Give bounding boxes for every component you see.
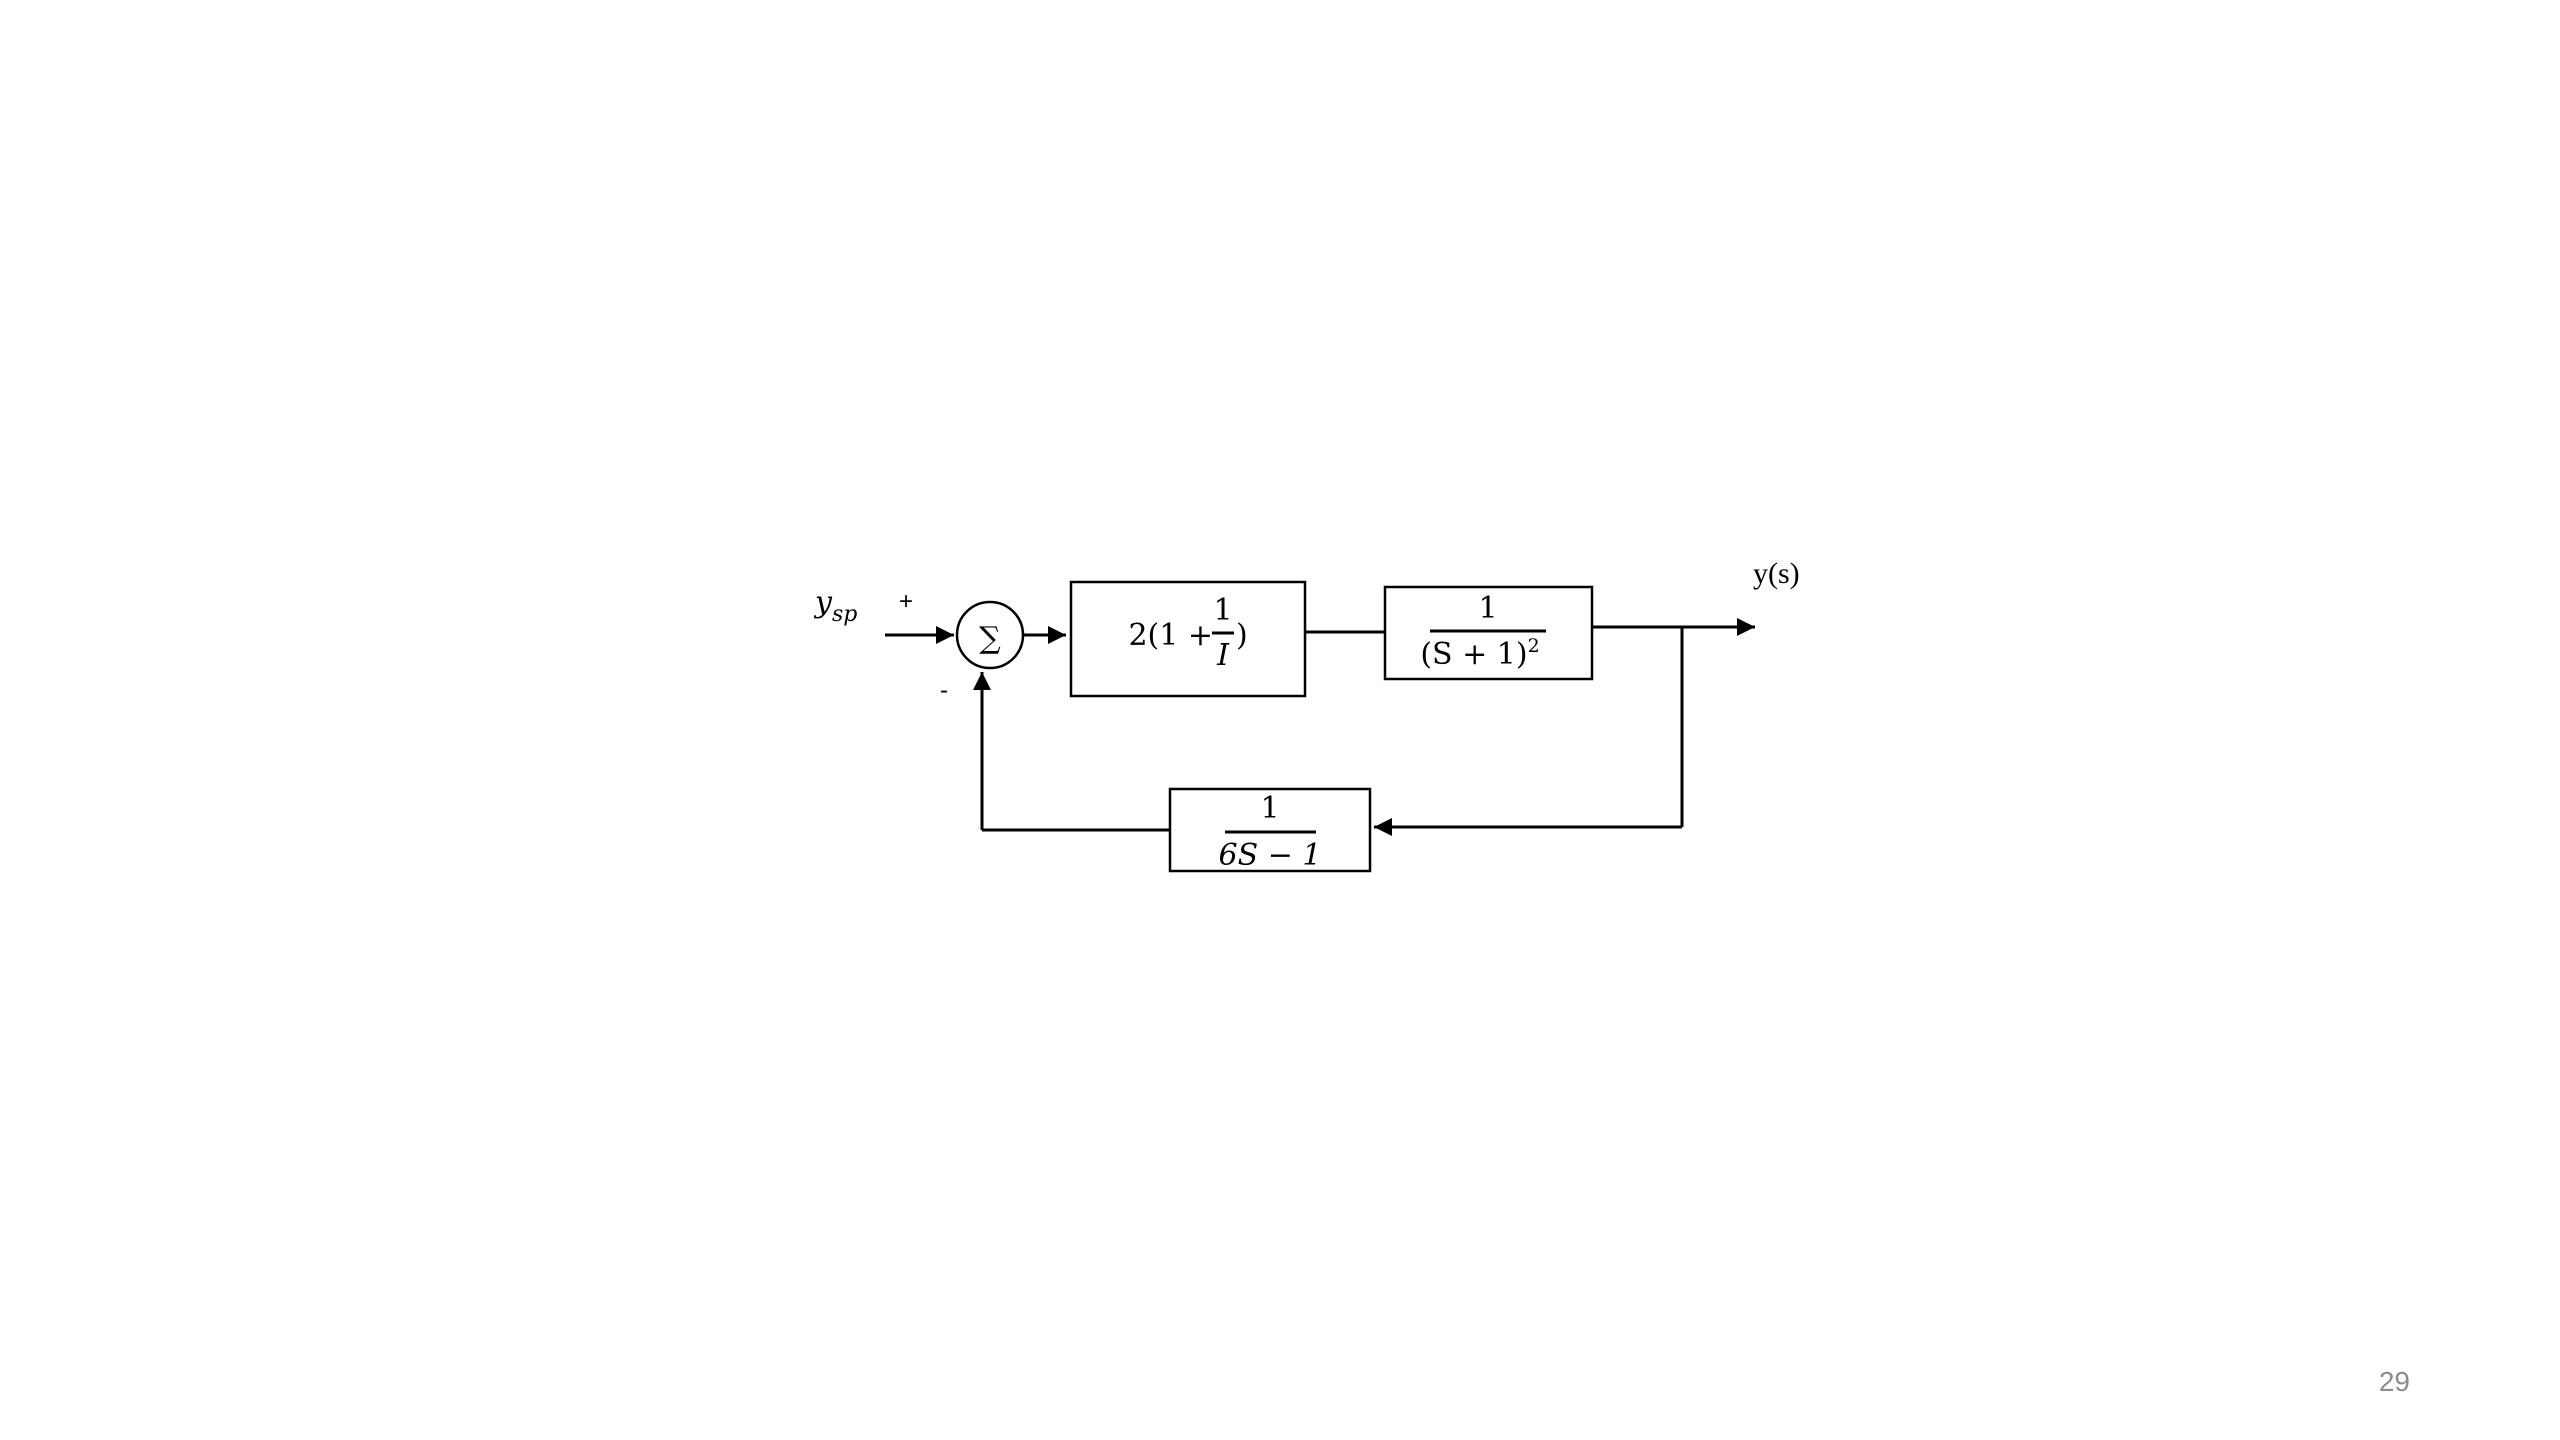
- plant-block: [1383, 585, 1594, 681]
- controller-denominator: I: [1216, 638, 1230, 673]
- plant-numerator: 1: [1478, 591, 1497, 626]
- plant-denominator: (S + 1)2: [1420, 635, 1539, 672]
- controller-block: [1069, 580, 1307, 698]
- feedback-denominator: 6S − 1: [1219, 838, 1322, 873]
- plant-denominator-main: (S + 1): [1420, 637, 1527, 672]
- plus-sign: +: [899, 588, 913, 615]
- input-label-base: y: [813, 585, 833, 620]
- controller-numerator: 1: [1213, 593, 1232, 628]
- input-label: ysp: [813, 585, 857, 627]
- summing-symbol: ∑: [979, 621, 1001, 656]
- feedback-numerator: 1: [1260, 791, 1279, 826]
- plant-denominator-exponent: 2: [1528, 635, 1540, 657]
- controller-prefix: 2(1 +: [1128, 618, 1213, 653]
- output-label: y(s): [1753, 557, 1800, 590]
- input-label-subscript: sp: [832, 602, 857, 627]
- minus-sign: -: [940, 677, 948, 704]
- page-number: 29: [2378, 1366, 2410, 1397]
- controller-suffix: ): [1236, 618, 1248, 653]
